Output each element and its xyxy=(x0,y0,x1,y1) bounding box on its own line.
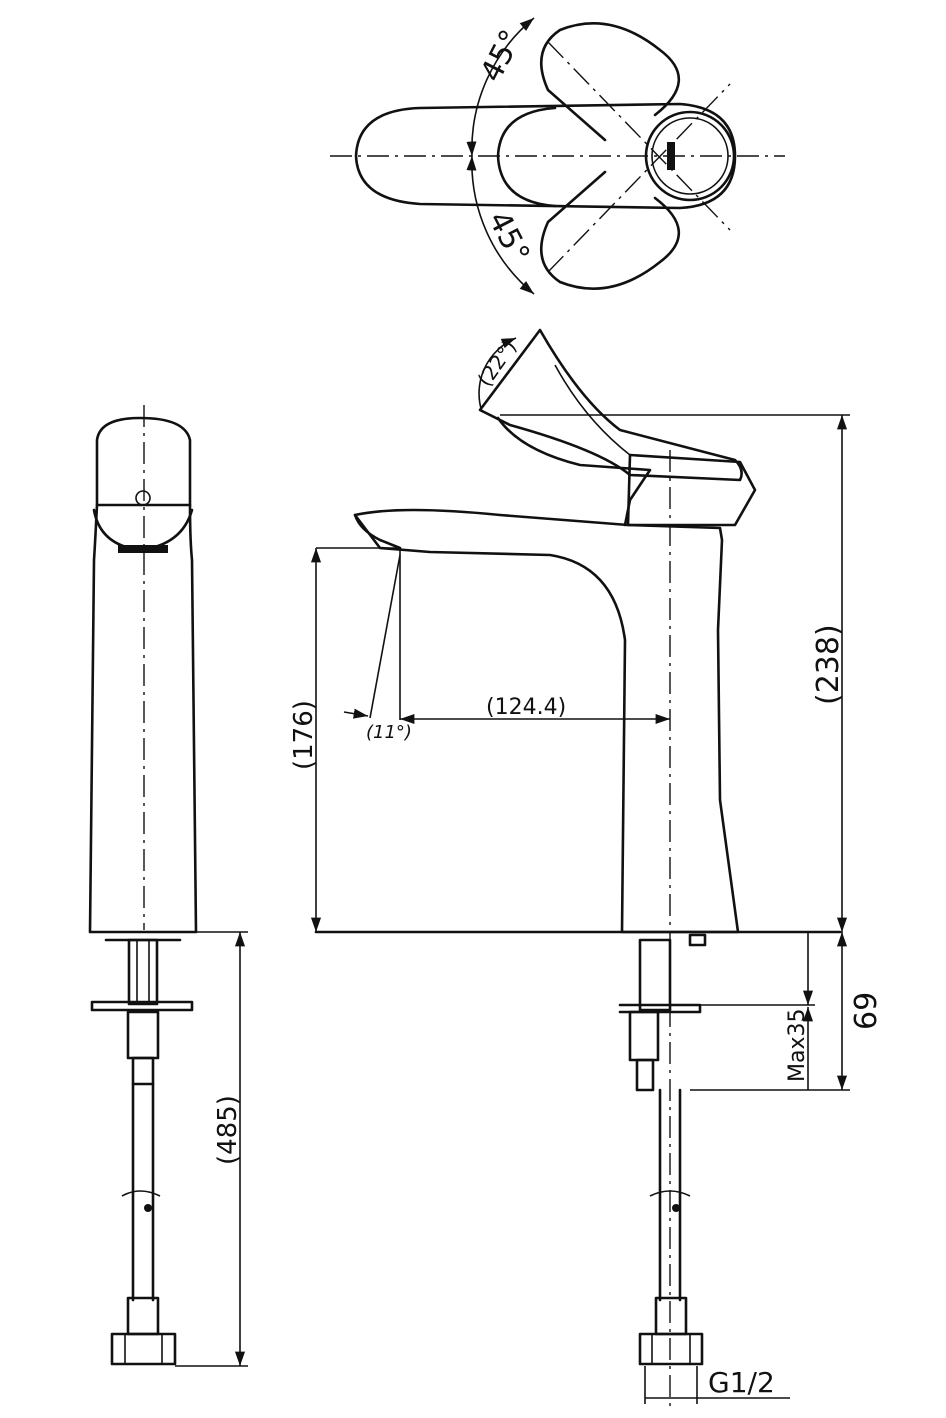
spout-angle-label: (11°) xyxy=(366,722,412,743)
side-view: (22°) (176) (11°) (124.4) (238) 69 Max35… xyxy=(289,328,884,1410)
rotation-up-label: 45° xyxy=(474,24,529,87)
spout-height-label: (176) xyxy=(289,700,319,770)
deck-depth-label: 69 xyxy=(849,992,884,1030)
rotation-down-label: 45° xyxy=(481,206,536,269)
top-view: 45° 45° xyxy=(330,17,785,295)
thread-label: G1/2 xyxy=(708,1366,775,1399)
front-view: (485) xyxy=(88,405,248,1367)
total-height-label: (238) xyxy=(811,624,846,705)
max-counter-label: Max35 xyxy=(785,1009,810,1082)
spout-reach-label: (124.4) xyxy=(486,695,566,720)
hose-length-label: (485) xyxy=(213,1095,243,1165)
